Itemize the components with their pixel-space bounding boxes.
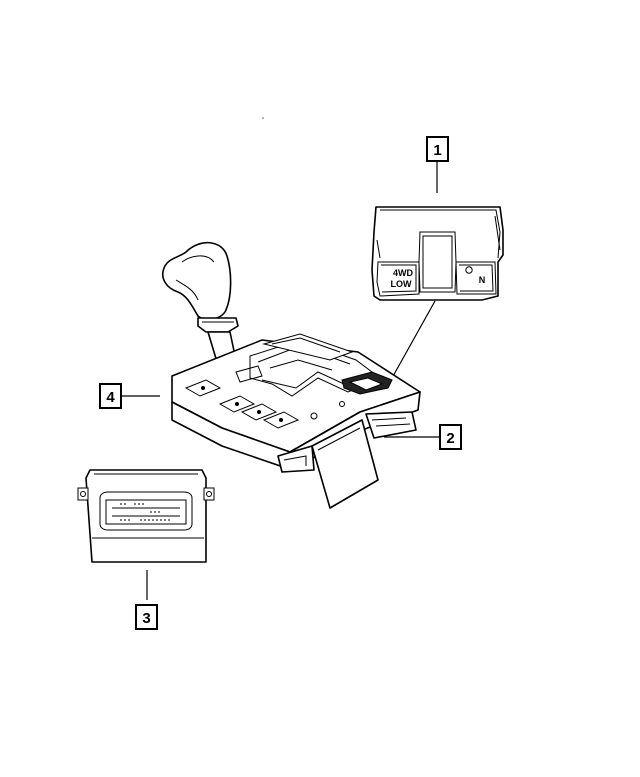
switch-low-text: LOW <box>391 279 412 289</box>
callout-2: 2 <box>439 424 462 450</box>
callout-1: 1 <box>426 136 449 162</box>
callout-1-label: 1 <box>433 142 441 159</box>
callout-3-label: 3 <box>142 610 150 627</box>
neutral-indicator-icon <box>465 266 473 274</box>
transfer-case-switch: 4WD LOW N <box>371 206 504 301</box>
callout-4: 4 <box>99 383 122 409</box>
indicator-module <box>77 469 215 563</box>
wiring-bracket <box>277 411 417 509</box>
callout-3: 3 <box>135 604 158 630</box>
callout-2-label: 2 <box>446 430 454 447</box>
leader-1-to-bezel <box>391 300 436 379</box>
shifter-bezel <box>171 333 421 471</box>
switch-n-text: N <box>479 275 486 285</box>
switch-4wd-text: 4WD <box>393 268 414 278</box>
callout-4-label: 4 <box>106 389 115 406</box>
